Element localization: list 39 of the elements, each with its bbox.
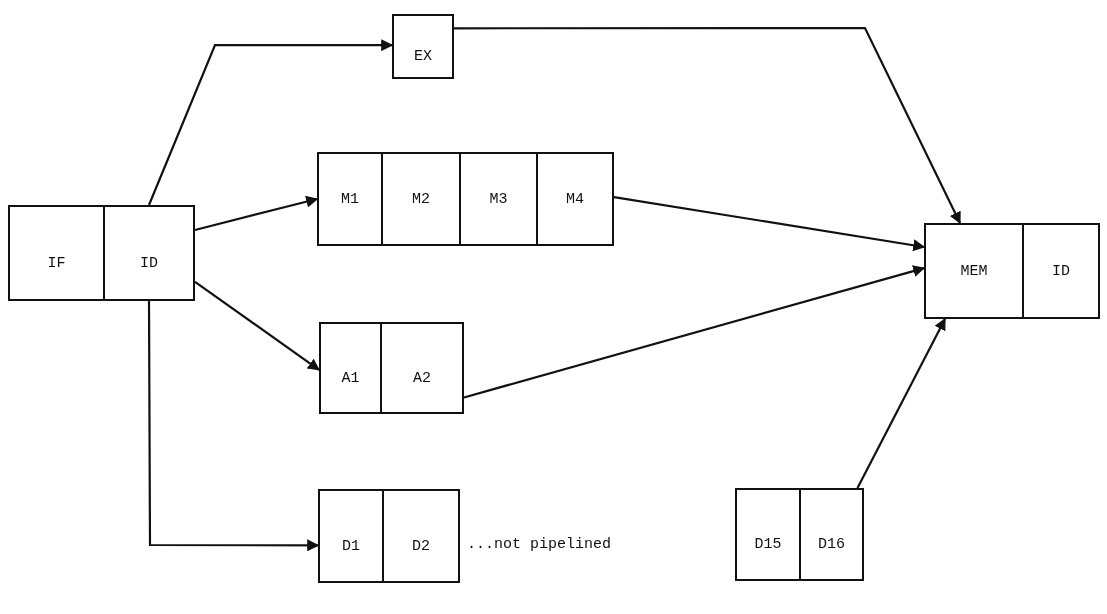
arrow (147, 301, 320, 552)
stage-box (924, 223, 1024, 319)
arrow (856, 317, 946, 489)
stage-box (799, 488, 864, 581)
arrow (613, 196, 926, 252)
stage-box (735, 488, 801, 581)
stage-box (459, 152, 538, 246)
note-text: ...not pipelined (467, 536, 612, 553)
stage-box (318, 489, 384, 583)
stage-box (380, 322, 464, 414)
stage-label: A2 (413, 369, 431, 387)
stage-label: A1 (341, 369, 360, 387)
stage-label: D2 (412, 537, 430, 555)
stage-label: M4 (566, 190, 584, 208)
arrow (194, 195, 319, 232)
stage-label: ID (140, 254, 158, 272)
stage-box (8, 205, 105, 301)
stage-box (317, 152, 383, 246)
stage-label: MEM (960, 262, 988, 280)
stage-label: ID (1052, 262, 1070, 280)
arrow (148, 39, 394, 206)
stage-label: M1 (341, 190, 359, 208)
stage-box (392, 14, 454, 79)
stage-label: D15 (754, 536, 782, 553)
stage-label: M2 (412, 190, 430, 208)
stage-label: D16 (818, 536, 845, 553)
stage-box (319, 322, 382, 414)
stage-label: D1 (342, 537, 360, 555)
stage-box (381, 152, 461, 246)
arrow (463, 265, 926, 399)
stage-label: M3 (489, 190, 508, 208)
arrow (194, 280, 320, 371)
stage-box (536, 152, 614, 246)
stage-label: IF (47, 254, 66, 272)
stage-box (1022, 223, 1100, 319)
stage-box (382, 489, 460, 583)
stage-label: EX (414, 48, 432, 65)
stage-box (103, 205, 195, 301)
arrow (454, 26, 961, 225)
